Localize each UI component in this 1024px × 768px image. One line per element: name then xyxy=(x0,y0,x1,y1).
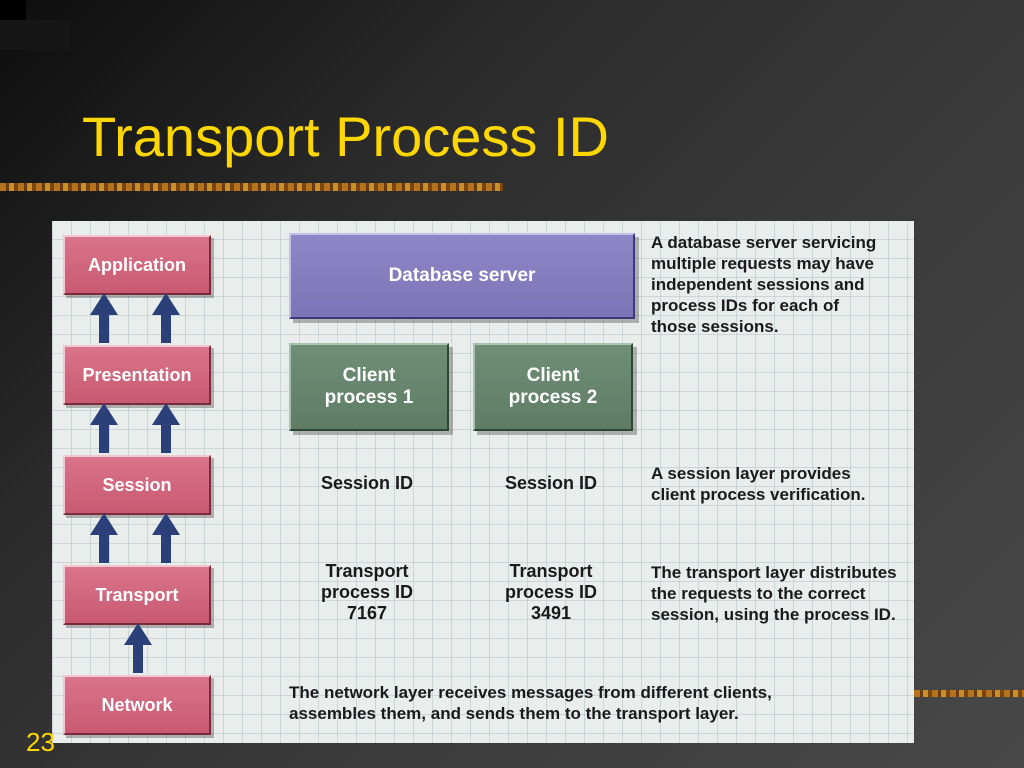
note-session: A session layer provides client process … xyxy=(651,464,866,504)
client-process-1-box: Client process 1 xyxy=(289,343,449,431)
transport-process-id-1: Transport process ID 7167 xyxy=(320,561,414,623)
note-database: A database server servicing multiple req… xyxy=(651,233,877,336)
layer-transport: Transport xyxy=(63,565,211,625)
layer-network: Network xyxy=(63,675,211,735)
database-server-box: Database server xyxy=(289,233,635,319)
arrow-up-icon xyxy=(152,403,180,453)
note-network: The network layer receives messages from… xyxy=(289,683,772,723)
title-divider xyxy=(0,183,503,191)
arrow-up-icon xyxy=(124,623,152,673)
layer-session: Session xyxy=(63,455,211,515)
accent-divider xyxy=(914,690,1024,697)
client-process-2-box: Client process 2 xyxy=(473,343,633,431)
note-transport: The transport layer distributes the requ… xyxy=(651,563,897,624)
arrow-up-icon xyxy=(90,403,118,453)
arrow-up-icon xyxy=(90,513,118,563)
client-process-1-label: Client process 1 xyxy=(324,365,414,408)
arrow-up-icon xyxy=(90,293,118,343)
session-id-2: Session ID xyxy=(504,473,598,493)
corner-mark xyxy=(0,0,26,20)
client-process-2-label: Client process 2 xyxy=(508,365,598,408)
arrow-up-icon xyxy=(152,293,180,343)
layer-arrows xyxy=(90,293,180,673)
arrow-up-icon xyxy=(152,513,180,563)
transport-process-id-2: Transport process ID 3491 xyxy=(504,561,598,623)
diagram-panel: Application Presentation Session Transpo… xyxy=(52,221,914,743)
layer-application: Application xyxy=(63,235,211,295)
layer-presentation: Presentation xyxy=(63,345,211,405)
slide-title: Transport Process ID xyxy=(82,105,609,168)
corner-shade xyxy=(0,20,70,50)
slide-number: 23 xyxy=(26,727,55,757)
session-id-1: Session ID xyxy=(320,473,414,493)
